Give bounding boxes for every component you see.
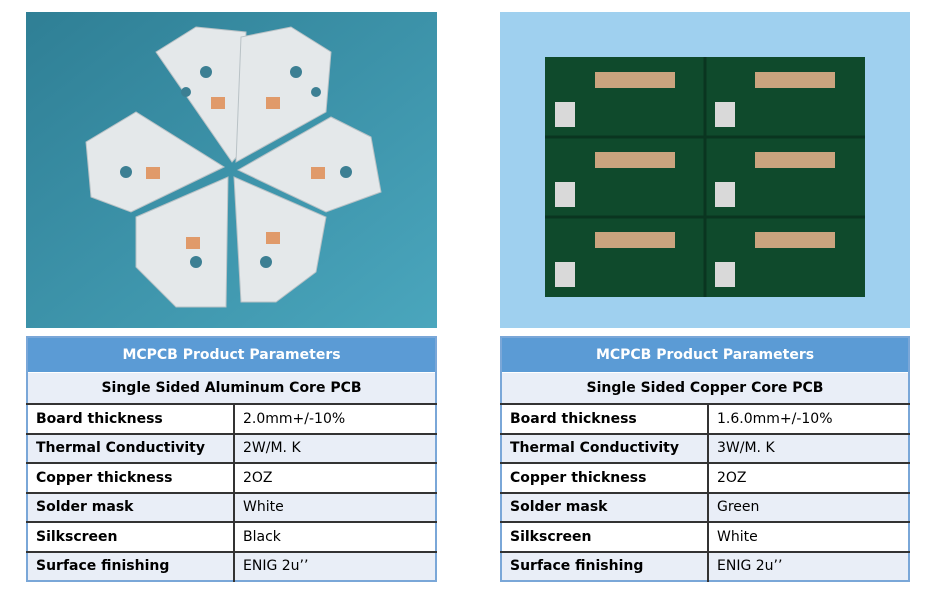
param-value: 2W/M. K — [234, 433, 436, 464]
param-name: Copper thickness — [27, 463, 235, 494]
copper-pcb-photo — [500, 12, 910, 328]
table-header: MCPCB Product Parameters — [26, 336, 437, 373]
aluminum-params-table: MCPCB Product Parameters Single Sided Al… — [26, 336, 437, 582]
table-subtitle: Single Sided Aluminum Core PCB — [27, 372, 436, 405]
aluminum-pcb-panel: MCPCB Product Parameters Single Sided Al… — [26, 12, 437, 582]
param-value: Black — [234, 522, 436, 553]
param-name: Surface finishing — [27, 551, 235, 581]
copper-pcb-panel: MCPCB Product Parameters Single Sided Co… — [500, 12, 910, 582]
param-value: 2.0mm+/-10% — [234, 404, 436, 435]
param-value: ENIG 2u’’ — [708, 551, 909, 581]
param-name: Silkscreen — [27, 522, 235, 553]
param-value: 3W/M. K — [708, 433, 909, 464]
param-value: 2OZ — [234, 463, 436, 494]
param-value: 2OZ — [708, 463, 909, 494]
table-header: MCPCB Product Parameters — [500, 336, 910, 373]
param-value: White — [234, 492, 436, 523]
param-name: Surface finishing — [501, 551, 709, 581]
param-name: Solder mask — [501, 492, 709, 523]
param-value: ENIG 2u’’ — [234, 551, 436, 581]
param-name: Thermal Conductivity — [27, 433, 235, 464]
copper-params-table: MCPCB Product Parameters Single Sided Co… — [500, 336, 910, 582]
param-name: Board thickness — [27, 404, 235, 435]
param-name: Board thickness — [501, 404, 709, 435]
param-name: Thermal Conductivity — [501, 433, 709, 464]
param-name: Copper thickness — [501, 463, 709, 494]
param-value: Green — [708, 492, 909, 523]
table-subtitle: Single Sided Copper Core PCB — [501, 372, 909, 405]
param-name: Silkscreen — [501, 522, 709, 553]
param-value: 1.6.0mm+/-10% — [708, 404, 909, 435]
param-name: Solder mask — [27, 492, 235, 523]
aluminum-pcb-photo — [26, 12, 437, 328]
param-value: White — [708, 522, 909, 553]
